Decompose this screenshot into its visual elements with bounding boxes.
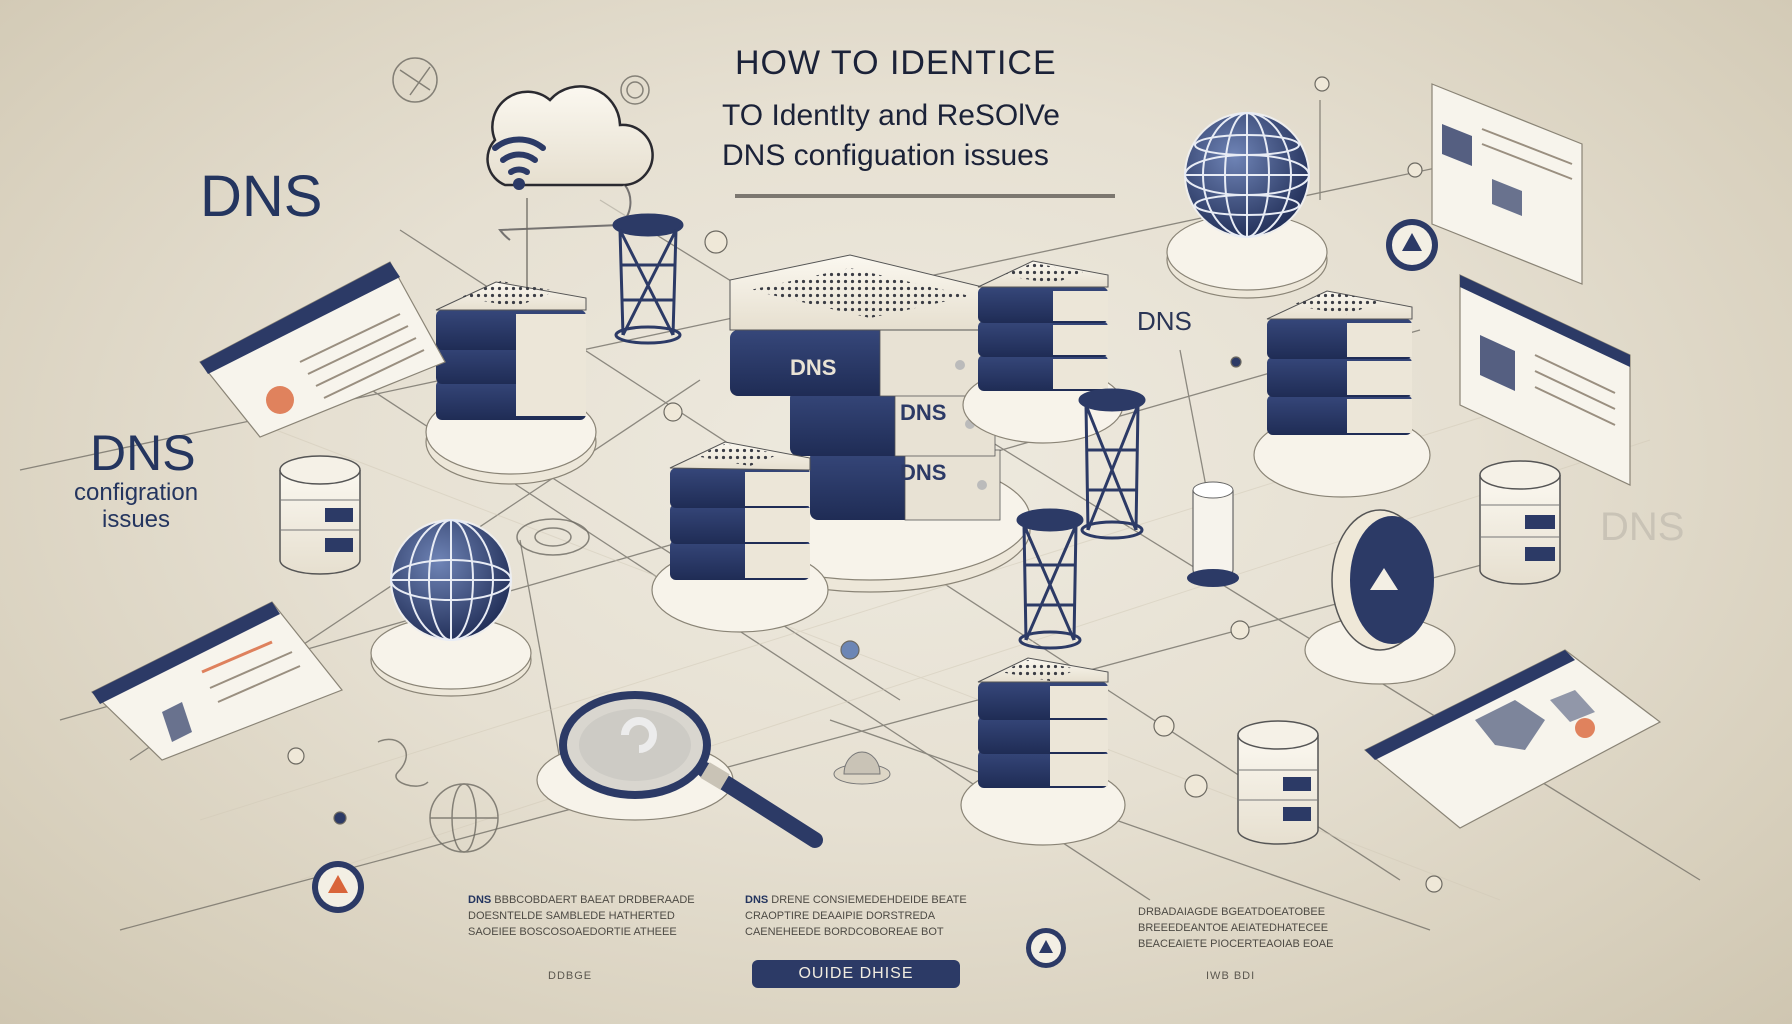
dns-server-stack-center-left — [651, 441, 829, 633]
decorative-outline-icons — [377, 57, 650, 853]
cloud-wifi-icon — [486, 85, 654, 300]
magnifying-glass-icon — [536, 691, 823, 848]
text-block-1-line-2: DOESNTELDE SAMBLEDE HATHERTED — [468, 910, 675, 922]
footer-right-text: IWB BDI — [1206, 970, 1256, 982]
text-block-1-line-3: SAOEIEE BOSCOSOAEDORTIE ATHEEE — [468, 926, 677, 938]
guide-button[interactable]: OUIDE DHISE — [752, 960, 960, 988]
tower-icons — [612, 213, 1146, 650]
text-block-2: DNS DRENE CONSIEMEDEHDEIDE BEATE CRAOPTI… — [745, 892, 967, 940]
title-line-2: TO IdentIty and ReSOlVe — [722, 99, 1060, 132]
document-panel-left-top — [199, 261, 446, 438]
text-block-2-line-1: DRENE CONSIEMEDEHDEIDE BEATE — [771, 894, 967, 906]
dns-label-faded-right: DNS — [1600, 505, 1685, 549]
dns-server-stack-left — [425, 281, 597, 485]
main-server-label-top: DNS — [790, 355, 836, 380]
dns-server-main — [709, 254, 1031, 593]
text-block-3-line-3: BEACEAIETE PIOCERTEAOIAB EOAE — [1138, 938, 1334, 950]
dns-label-left: DNS — [90, 425, 196, 481]
document-panel-right-mid — [1459, 274, 1631, 486]
text-block-2-line-2: CRAOPTIRE DEAAIPIE DORSTREDA — [745, 910, 936, 922]
database-cylinder-bottom — [1237, 720, 1319, 845]
shield-badge-icon — [1304, 509, 1456, 685]
text-block-3-line-1: DRBADAIAGDE BGEATDOEATOBEE — [1138, 906, 1326, 918]
info-badge-icon — [1026, 928, 1066, 968]
dns-label-center: DNS — [1137, 306, 1192, 336]
issues-label: issues — [102, 506, 171, 533]
main-server-label-bottom: DNS — [900, 460, 946, 485]
pin-icons — [287, 76, 1443, 893]
document-panel-left-bottom — [90, 601, 343, 761]
title-line-3: DNS configuation issues — [722, 139, 1049, 172]
text-block-1: DNS BBBCOBDAERT BAEAT DRDBERAADE DOESNTE… — [468, 892, 695, 940]
text-block-2-lead: DNS — [745, 894, 769, 906]
title-line-1: HOW TO IDENTICE — [735, 44, 1057, 82]
document-panel-right-bottom — [1363, 649, 1662, 829]
text-block-1-line-1: BBBCOBDAERT BAEAT DRDBERAADE — [494, 894, 695, 906]
text-block-2-line-3: CAENEHEEDE BORDCOBOREAE BOT — [745, 926, 944, 938]
configuration-label: configration — [74, 479, 199, 506]
dns-label-top-left: DNS — [200, 164, 323, 229]
dns-server-stack-top — [962, 260, 1124, 444]
globe-icon-top-right — [1166, 112, 1328, 299]
warning-badge-icon — [1386, 219, 1438, 271]
main-server-label-mid: DNS — [900, 400, 946, 425]
small-cylinder-icon — [1187, 481, 1239, 587]
title-underline-decor — [735, 194, 1115, 198]
text-block-3: DRBADAIAGDE BGEATDOEATOBEE BREEEDEANTOE … — [1138, 904, 1333, 952]
footer-left-text: DDBGE — [548, 970, 593, 982]
dns-server-stack-bottom — [960, 657, 1126, 846]
text-block-3-line-2: BREEEDEANTOE AEIATEDHATECEE — [1138, 922, 1329, 934]
bell-icon — [833, 751, 891, 785]
database-cylinder-right — [1479, 460, 1561, 585]
alert-badge-icon — [312, 861, 364, 913]
globe-icon-left — [370, 519, 532, 697]
database-cylinder-left — [279, 455, 361, 575]
text-block-1-lead: DNS — [468, 894, 492, 906]
document-panel-right-top — [1431, 83, 1583, 285]
dns-server-stack-right — [1253, 290, 1431, 498]
